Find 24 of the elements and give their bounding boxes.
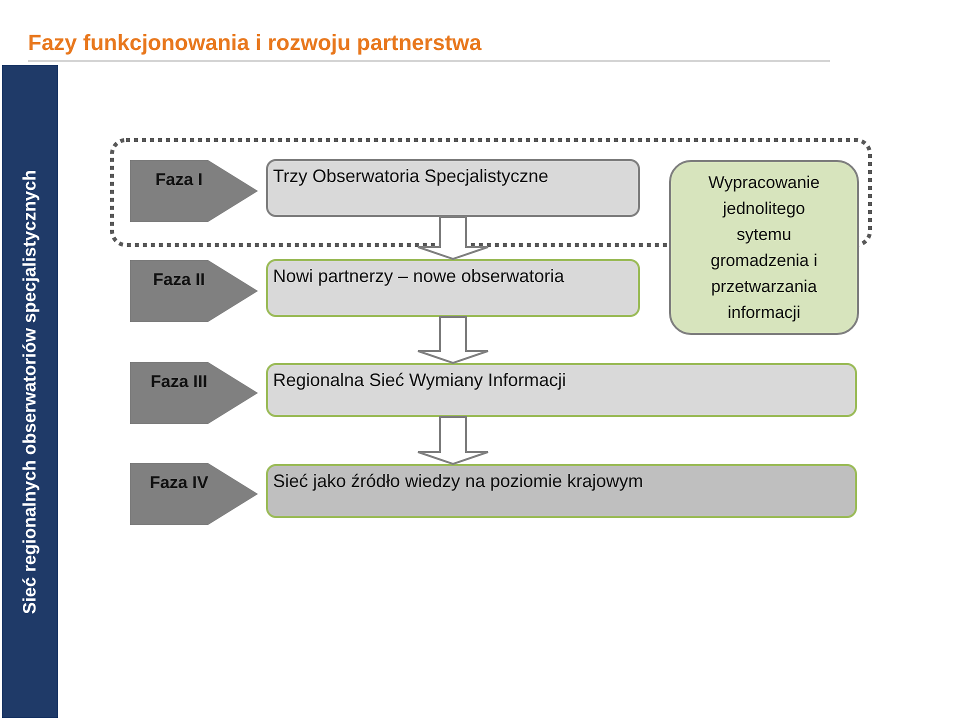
step-label: Sieć jako źródło wiedzy na poziomie krajowym [273,471,644,492]
goal-box [669,160,859,335]
title: Fazy funkcjonowania i rozwoju partnerstwa [28,30,482,56]
band-label: Sieć regionalnych obserwatoriów specjalistycznych [20,169,40,614]
step-box [266,259,640,317]
phase-label: Faza II [152,270,206,290]
step-label: Regionalna Sieć Wymiany Informacji [273,370,566,391]
step-label: Trzy Obserwatoria Specjalistyczne [273,166,548,187]
phase-label: Faza I [154,170,204,190]
step-box [266,464,857,518]
phase-tag [130,463,258,525]
goal-label: Wypracowanie jednolitego sytemu gromadzenia i przetwarzania informacji [707,172,821,324]
step-box [266,363,857,417]
phase-label: Faza IV [148,473,210,493]
block-arrow [417,316,489,364]
block-arrow [417,216,489,260]
phase-tag [130,260,258,322]
phase-label: Faza III [150,372,208,392]
block-arrow [417,416,489,466]
step-label: Nowi partnerzy – nowe obserwatoria [273,266,564,287]
step-box [266,159,640,217]
phase-tag [130,160,258,222]
side-band [2,65,58,718]
phase-tag [130,362,258,424]
